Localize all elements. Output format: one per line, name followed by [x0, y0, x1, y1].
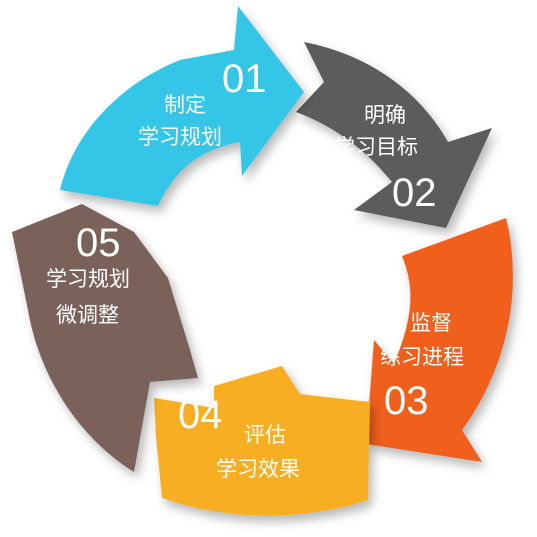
step-02-label-line2: 学习目标: [334, 135, 418, 159]
step-02-number: 02: [392, 171, 437, 215]
step-01-label-line1: 制定: [164, 93, 206, 117]
step-04-number: 04: [178, 393, 223, 437]
step-01-label-line2: 学习规划: [138, 125, 222, 149]
step-05-arrow: [12, 204, 198, 472]
step-05-number: 05: [76, 221, 121, 265]
step-03-arrow: [366, 218, 513, 462]
step-02-label-line1: 明确: [364, 103, 406, 127]
step-05-label-line2: 微调整: [56, 303, 119, 327]
step-05-label-line1: 学习规划: [46, 267, 130, 291]
step-03-number: 03: [384, 379, 429, 423]
step-01-arrow: [60, 6, 304, 206]
step-02-arrow: [296, 42, 492, 228]
step-03-label-line1: 监督: [410, 311, 452, 335]
step-03-label-line2: 练习进程: [380, 345, 464, 369]
step-04-label-line2: 学习效果: [216, 457, 300, 481]
step-04-label-line1: 评估: [244, 423, 286, 447]
step-04-arrow: [154, 366, 370, 516]
step-01-number: 01: [222, 57, 267, 101]
